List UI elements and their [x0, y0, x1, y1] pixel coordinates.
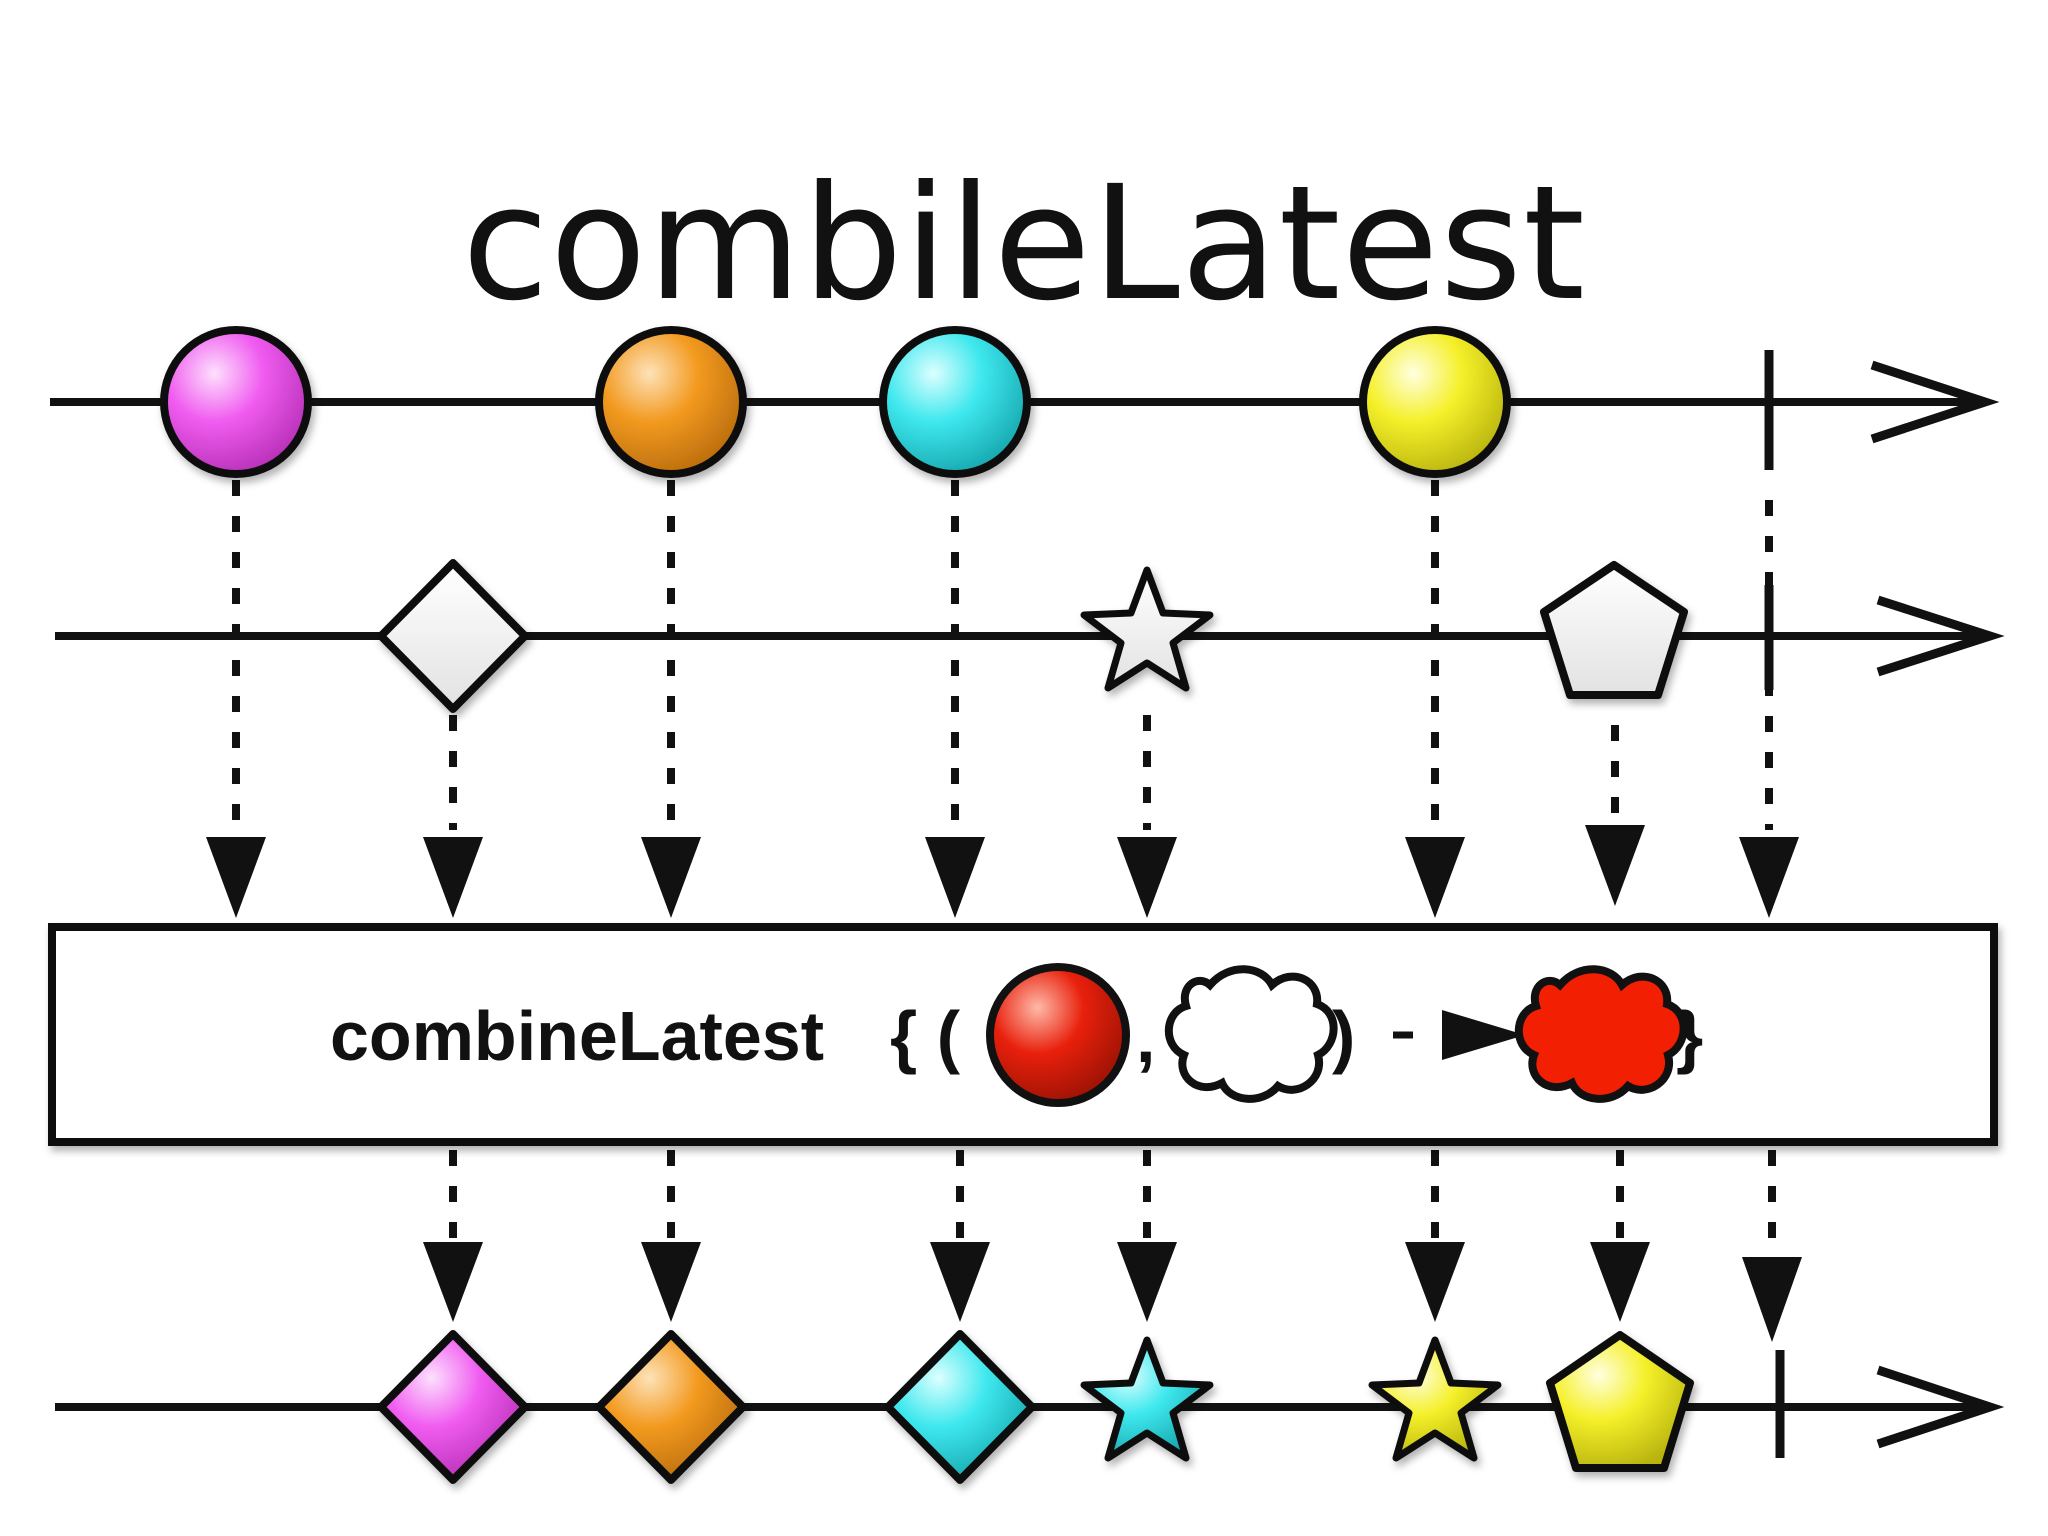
down-arrow-icon-group — [206, 825, 1802, 1342]
result-red-cloud-icon — [1514, 965, 1688, 1103]
marble-diamond — [595, 1330, 747, 1484]
input-white-cloud-icon — [1164, 965, 1338, 1103]
timeline-arrow-icon — [1876, 1365, 2005, 1449]
timeline-arrow-icon — [1876, 595, 2005, 677]
marble-star — [1080, 1336, 1214, 1462]
down-arrow-icon — [1405, 837, 1465, 918]
down-arrow-icon — [641, 837, 701, 918]
down-arrow-icon — [1742, 1257, 1802, 1342]
operator-close-paren: ) — [1332, 997, 1355, 1075]
operator-box: combineLatest { ( , ) } — [48, 923, 1998, 1146]
down-arrow-icon — [423, 1242, 483, 1322]
marble-circle — [160, 326, 312, 478]
mapping-arrow-icon — [1442, 1010, 1525, 1060]
input-red-circle-icon — [986, 963, 1130, 1107]
timeline-output — [55, 1330, 2005, 1484]
down-arrow-icon — [641, 1242, 701, 1322]
marble-pentagon — [1546, 1331, 1694, 1472]
down-arrow-icon — [423, 837, 483, 918]
timeline-arrow-icon — [1870, 360, 2000, 444]
marble-pentagon — [1540, 561, 1688, 699]
down-arrow-icon — [1117, 837, 1177, 918]
down-arrow-icon — [206, 837, 266, 918]
marble-circle — [595, 326, 747, 478]
operator-name: combineLatest — [330, 997, 824, 1075]
diagram-title: combileLatest — [461, 152, 1586, 336]
marble-star — [1080, 566, 1214, 692]
marble-diamond — [377, 1330, 529, 1484]
operator-comma: , — [1136, 999, 1155, 1077]
marble-diamond — [884, 1330, 1036, 1484]
down-arrow-icon — [1590, 1242, 1650, 1322]
marble-circle — [1359, 326, 1511, 478]
marble-star — [1368, 1336, 1502, 1462]
operator-open-brace: { ( — [890, 997, 961, 1075]
down-arrow-icon — [1405, 1242, 1465, 1322]
down-arrow-icon — [930, 1242, 990, 1322]
marble-circle — [879, 326, 1031, 478]
dashed-connectors — [232, 480, 1776, 1255]
down-arrow-icon — [925, 837, 985, 918]
down-arrow-icon — [1117, 1242, 1177, 1322]
operator-close-brace: } — [1676, 997, 1703, 1075]
down-arrow-icon — [1739, 837, 1799, 918]
marble-diamond — [377, 559, 529, 713]
down-arrow-icon — [1585, 825, 1645, 906]
timeline-middle — [55, 559, 2005, 713]
timeline-top — [50, 326, 2000, 478]
